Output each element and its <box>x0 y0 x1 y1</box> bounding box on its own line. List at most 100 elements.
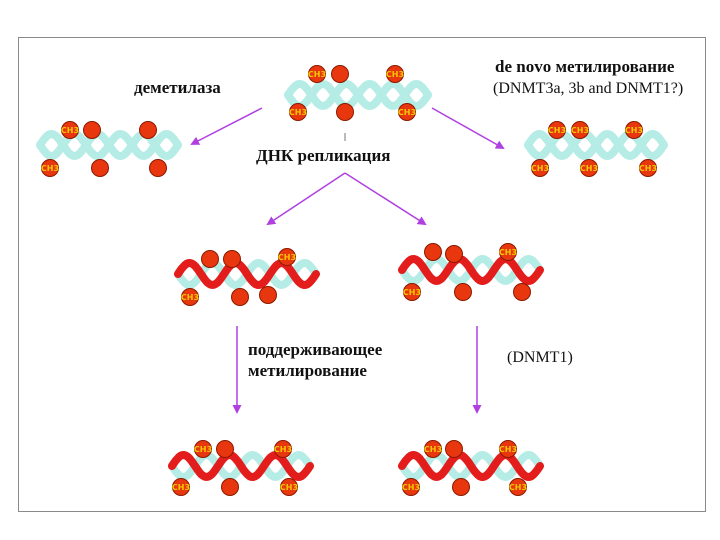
methyl-label: CH3 <box>181 293 199 302</box>
methyl-group: CH3 <box>61 121 79 139</box>
dna-strand-top <box>168 450 314 482</box>
methyl-label: CH3 <box>172 483 190 492</box>
label-de-novo-methylation: de novo метилирование <box>495 57 675 76</box>
methyl-group: CH3 <box>280 478 298 496</box>
methyl-label: CH3 <box>61 126 79 135</box>
label-dna-replication: ДНК репликация <box>256 146 391 165</box>
methyl-circle <box>403 283 421 301</box>
helix-maintained-right <box>398 450 544 482</box>
methyl-group <box>452 478 470 496</box>
methyl-group: CH3 <box>274 440 292 458</box>
methyl-circle <box>499 243 517 261</box>
methyl-label: CH3 <box>308 70 326 79</box>
methyl-circle <box>452 478 470 496</box>
dna-strand-top <box>398 450 544 482</box>
dna-strand-top <box>36 129 182 161</box>
methyl-group <box>91 159 109 177</box>
methyl-label: CH3 <box>403 288 421 297</box>
methyl-label: CH3 <box>499 445 517 454</box>
methyl-group: CH3 <box>398 103 416 121</box>
methyl-group <box>223 250 241 268</box>
methyl-label: CH3 <box>571 126 589 135</box>
methyl-group: CH3 <box>172 478 190 496</box>
methyl-label: CH3 <box>548 126 566 135</box>
methyl-circle <box>278 248 296 266</box>
methyl-group <box>83 121 101 139</box>
methyl-circle <box>402 478 420 496</box>
methyl-circle <box>259 286 277 304</box>
methyl-group <box>513 283 531 301</box>
methyl-circle <box>548 121 566 139</box>
methyl-circle <box>61 121 79 139</box>
methyl-circle <box>289 103 307 121</box>
methyl-label: CH3 <box>499 248 517 257</box>
methyl-group: CH3 <box>289 103 307 121</box>
methyl-circle <box>513 283 531 301</box>
helix-maintained-left <box>168 450 314 482</box>
methyl-label: CH3 <box>402 483 420 492</box>
methyl-label: CH3 <box>274 445 292 454</box>
methyl-group <box>454 283 472 301</box>
label-de-novo-enzymes: (DNMT3a, 3b and DNMT1?) <box>493 80 684 97</box>
methyl-label: CH3 <box>386 70 404 79</box>
methyl-group: CH3 <box>499 440 517 458</box>
methyl-circle <box>280 478 298 496</box>
methyl-group: CH3 <box>571 121 589 139</box>
methyl-label: CH3 <box>194 445 212 454</box>
helix-hemimethylated-right <box>398 254 544 286</box>
methyl-circle <box>221 478 239 496</box>
methyl-circle <box>445 440 463 458</box>
methyl-circle <box>181 288 199 306</box>
methyl-circle <box>454 283 472 301</box>
arrow-to-demethylated <box>190 107 263 145</box>
arrow-to-de-novo <box>431 107 505 149</box>
methyl-circle <box>336 103 354 121</box>
methyl-group <box>201 250 219 268</box>
methyl-circle <box>216 440 234 458</box>
methyl-circle <box>531 159 549 177</box>
methyl-group <box>445 245 463 263</box>
methyl-circle <box>331 65 349 83</box>
dna-strand-top <box>398 254 544 286</box>
methyl-group: CH3 <box>509 478 527 496</box>
methyl-group: CH3 <box>580 159 598 177</box>
methyl-circle <box>223 250 241 268</box>
diagram-frame <box>18 37 706 512</box>
methyl-group: CH3 <box>625 121 643 139</box>
methyl-circle <box>509 478 527 496</box>
methyl-circle <box>149 159 167 177</box>
methyl-label: CH3 <box>278 253 296 262</box>
methyl-circle <box>139 121 157 139</box>
methyl-label: CH3 <box>41 164 59 173</box>
methyl-circle <box>445 245 463 263</box>
methyl-group <box>445 440 463 458</box>
methyl-label: CH3 <box>398 108 416 117</box>
methyl-label: CH3 <box>509 483 527 492</box>
helix-de-novo <box>524 129 668 161</box>
dna-strand-top <box>524 129 668 161</box>
methyl-group <box>149 159 167 177</box>
helix-demethylated <box>36 129 182 161</box>
methyl-group <box>216 440 234 458</box>
label-maintenance-line2: метилирование <box>248 361 367 380</box>
dna-strand-top <box>174 258 320 290</box>
methyl-group: CH3 <box>386 65 404 83</box>
methyl-circle <box>41 159 59 177</box>
methyl-label: CH3 <box>625 126 643 135</box>
methyl-circle <box>639 159 657 177</box>
methyl-group: CH3 <box>278 248 296 266</box>
methyl-circle <box>201 250 219 268</box>
methyl-group: CH3 <box>308 65 326 83</box>
methyl-label: CH3 <box>580 164 598 173</box>
methyl-group <box>259 286 277 304</box>
methyl-group: CH3 <box>402 478 420 496</box>
methyl-circle <box>172 478 190 496</box>
methyl-circle <box>386 65 404 83</box>
methyl-group: CH3 <box>181 288 199 306</box>
methyl-circle <box>194 440 212 458</box>
methyl-group <box>139 121 157 139</box>
methyl-label: CH3 <box>280 483 298 492</box>
methyl-circle <box>91 159 109 177</box>
